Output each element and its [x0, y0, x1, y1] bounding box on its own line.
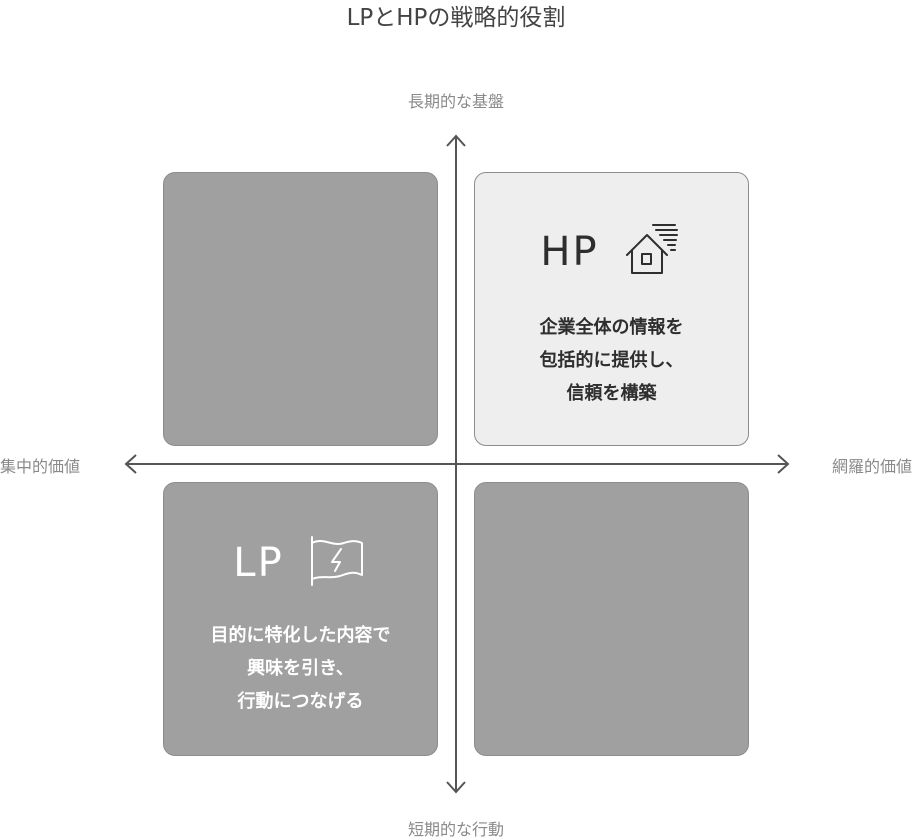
- diagram-title: LPとHPの戦略的役割: [346, 5, 566, 31]
- flag-lightning-icon: [308, 535, 368, 591]
- lp-description: 目的に特化した内容で 興味を引き、 行動につなげる: [210, 625, 391, 712]
- axis-label-top: 長期的な基盤: [407, 92, 504, 111]
- vertical-axis-top-arrow: [446, 134, 466, 147]
- quadrant-hp: HP 企業全体の情報を 包括的に提供し、: [474, 172, 749, 446]
- house-wind-icon: [623, 221, 683, 283]
- quadrant-top-left: [163, 172, 438, 446]
- horizontal-axis-right-arrow: [777, 454, 790, 474]
- hp-label: HP: [540, 229, 599, 275]
- quadrant-lp: LP 目的に特化した内容で 興味を引き、 行動につなげる: [163, 482, 438, 756]
- axis-label-right: 網羅的価値: [831, 457, 912, 476]
- horizontal-axis-left-arrow: [124, 454, 137, 474]
- hp-description: 企業全体の情報を 包括的に提供し、 信頼を構築: [539, 317, 684, 404]
- quadrant-bottom-right: [474, 482, 749, 756]
- vertical-axis-bottom-arrow: [446, 781, 466, 794]
- axis-label-left: 集中的価値: [0, 457, 81, 476]
- lp-label: LP: [233, 540, 284, 586]
- axis-label-bottom: 短期的な行動: [407, 820, 504, 839]
